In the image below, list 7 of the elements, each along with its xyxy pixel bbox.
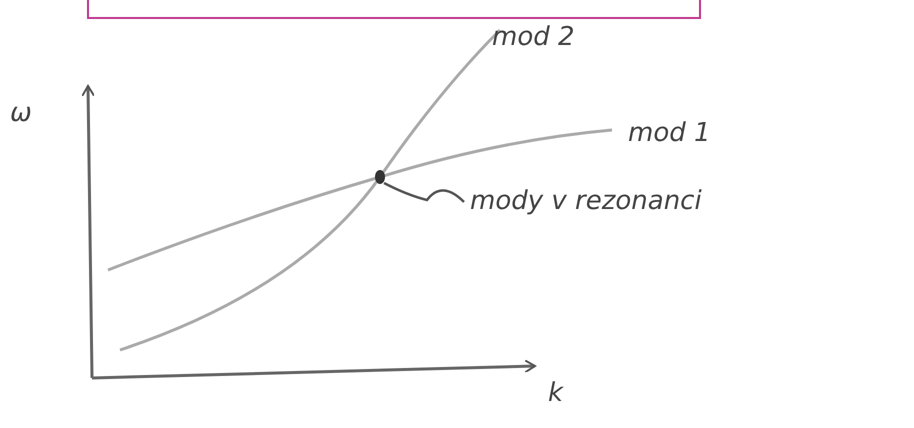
leader-line	[383, 182, 465, 203]
curve-label: mod 1	[628, 118, 711, 148]
resonance-point	[375, 170, 385, 184]
axis-label: ω	[10, 98, 32, 128]
curve-label: mod 2	[492, 22, 575, 52]
axis-label: k	[548, 378, 564, 408]
callout-text: mody v rezonanci	[470, 186, 702, 216]
